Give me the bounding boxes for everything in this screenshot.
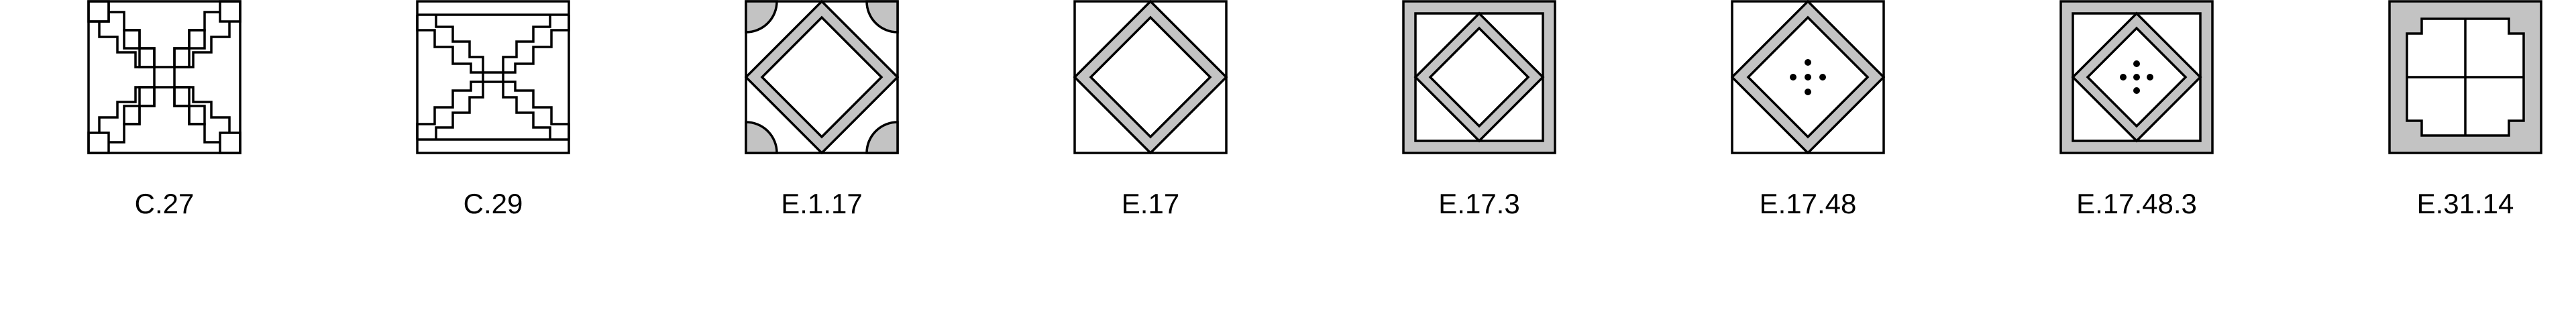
tile-e17-3: E.17.3 [1402, 0, 1556, 221]
diamond-band-icon [1073, 0, 1228, 154]
diamond-band-quarter-circle-corners-icon [745, 0, 899, 154]
framed-diamond-band-icon [1402, 0, 1556, 154]
framed-diamond-band-dots-icon [2059, 0, 2214, 154]
tile-label: E.17 [1121, 188, 1180, 219]
stepped-x-icon [416, 0, 570, 154]
notched-quartered-panel-icon [2388, 0, 2542, 154]
stepped-x-with-squares-icon [87, 0, 241, 154]
tile-e17-48-3: E.17.48.3 [2059, 0, 2214, 221]
tile-e31-14: E.31.14 [2388, 0, 2542, 221]
tile-label: C.29 [463, 188, 523, 219]
tile-label: E.1.17 [781, 188, 863, 219]
diamond-band-dots-icon [1731, 0, 1885, 154]
tile-label: C.27 [134, 188, 195, 219]
tile-e17-48: E.17.48 [1731, 0, 1885, 221]
tile-e1-17: E.1.17 [745, 0, 899, 221]
tile-c29: C.29 [416, 0, 570, 221]
tile-label: E.17.48 [1759, 188, 1857, 219]
tile-label: E.17.3 [1438, 188, 1520, 219]
tile-c27: C.27 [87, 0, 241, 221]
tile-e17: E.17 [1073, 0, 1228, 221]
tile-label: E.31.14 [2416, 188, 2514, 219]
tile-label: E.17.48.3 [2076, 188, 2197, 219]
